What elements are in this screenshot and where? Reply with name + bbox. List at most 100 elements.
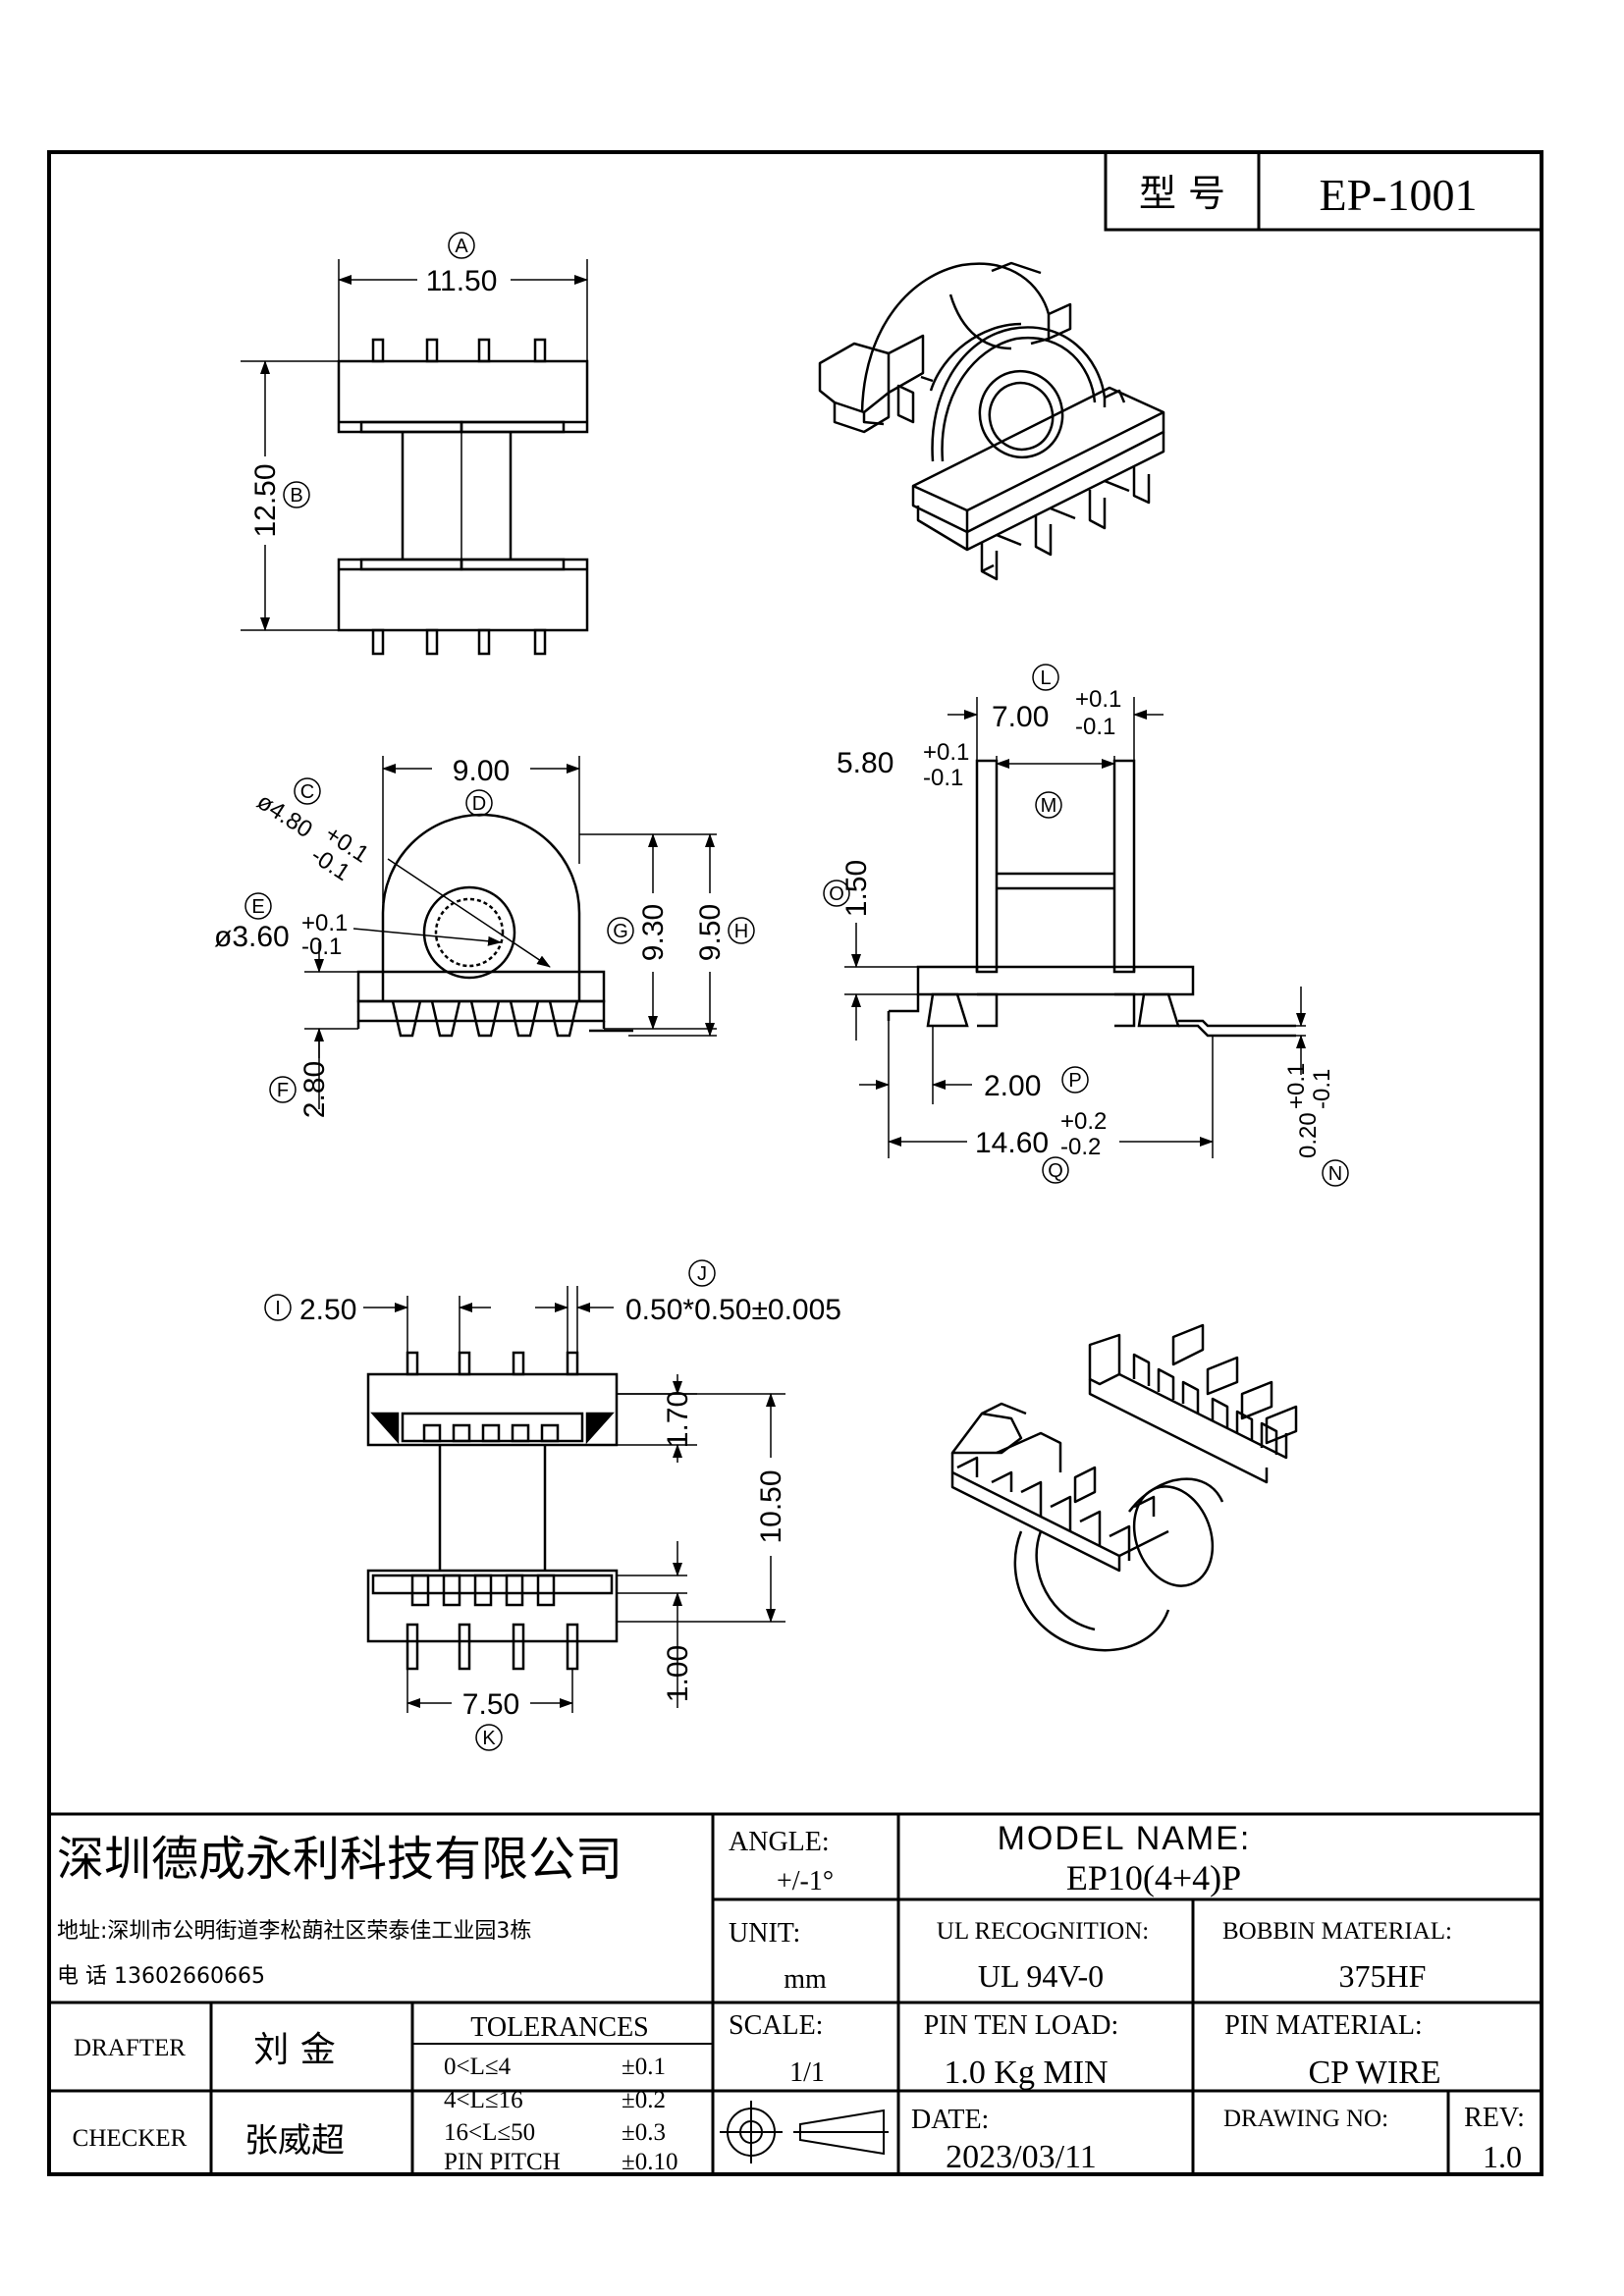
- bobbin-label: BOBBIN MATERIAL:: [1222, 1918, 1452, 1945]
- dim-N-tol-plus: +0.1: [1283, 1063, 1310, 1109]
- title-block: [49, 1812, 1542, 2174]
- company-name: 深圳德成永利科技有限公司: [57, 1832, 623, 1887]
- dim-O-value: 1.50: [840, 860, 873, 917]
- isometric-view-bottom: [950, 1323, 1298, 1652]
- dim-F-letter: F: [277, 1080, 289, 1101]
- dim-1-70-value: 1.70: [662, 1391, 694, 1448]
- dim-F: [269, 942, 358, 1109]
- dim-F-value: 2.80: [298, 1061, 331, 1118]
- dim-L-value: 7.00: [992, 701, 1049, 733]
- dim-E-tol-plus: +0.1: [301, 910, 348, 936]
- dim-D-value: 9.00: [453, 755, 510, 787]
- ul-label: UL RECOGNITION:: [937, 1918, 1149, 1945]
- dim-A: [338, 232, 588, 361]
- dim-G-letter: G: [613, 921, 628, 942]
- dim-E-tol-minus: -0.1: [301, 934, 342, 960]
- drafter-label: DRAFTER: [74, 2035, 186, 2061]
- side-view: [887, 759, 1296, 1038]
- date-value: 2023/03/11: [946, 2139, 1097, 2175]
- dim-N-tol-minus: -0.1: [1309, 1069, 1335, 1109]
- dim-1-00: [617, 1541, 687, 1708]
- dim-I-letter: I: [275, 1298, 281, 1319]
- dim-J-letter: J: [697, 1263, 707, 1285]
- tolerance-value: ±0.2: [622, 2087, 666, 2113]
- dim-D: [294, 756, 580, 903]
- dim-K: [406, 1669, 573, 1751]
- unit-value: mm: [784, 1964, 827, 1995]
- tolerance-range: 16<L≤50: [444, 2119, 535, 2146]
- dim-A-letter: A: [455, 236, 468, 257]
- dim-Q: [888, 1036, 1214, 1184]
- checker-label: CHECKER: [73, 2125, 188, 2152]
- date-label: DATE:: [911, 2105, 989, 2135]
- tolerance-value: ±0.1: [622, 2054, 666, 2080]
- dim-E-value: ø3.60: [214, 921, 290, 953]
- dim-C-leader: [387, 858, 551, 968]
- scale-value: 1/1: [789, 2057, 825, 2088]
- scale-label: SCALE:: [729, 2010, 823, 2041]
- drawing-frame: [47, 150, 1543, 2176]
- pin-material-label: PIN MATERIAL:: [1224, 2010, 1422, 2041]
- tolerance-value: ±0.3: [622, 2119, 666, 2146]
- dim-M-letter: M: [1041, 795, 1057, 817]
- dim-H-letter: H: [734, 921, 748, 942]
- tolerance-table: 0<L≤4 ±0.1 4<L≤16 ±0.2 16<L≤50 ±0.3 PIN …: [444, 2054, 677, 2175]
- tolerance-range: 4<L≤16: [444, 2087, 523, 2113]
- dim-C-letter: C: [300, 781, 314, 803]
- bobbin-value: 375HF: [1339, 1958, 1427, 1994]
- top-view: [337, 338, 589, 656]
- dim-G-value: 9.30: [637, 904, 670, 961]
- dim-B-letter: B: [290, 485, 302, 507]
- dim-I-value: 2.50: [299, 1294, 356, 1326]
- dim-10-50-value: 10.50: [755, 1469, 787, 1543]
- pin-material-value: CP WIRE: [1308, 2055, 1440, 2091]
- dim-Q-tol-minus: -0.2: [1060, 1134, 1101, 1160]
- isometric-view-top: [818, 261, 1165, 581]
- dim-5-80: [996, 756, 1115, 819]
- checker-value: 张威超: [244, 2121, 345, 2161]
- dim-L: [947, 664, 1164, 761]
- angle-value: +/-1°: [777, 1866, 834, 1896]
- dim-Q-letter: Q: [1048, 1160, 1063, 1182]
- model-header: 型 号 EP-1001: [1104, 150, 1543, 232]
- dim-B: [241, 360, 339, 631]
- dim-O: [823, 880, 918, 1041]
- dim-B-value: 12.50: [249, 463, 282, 537]
- company-phone: 电 话 13602660665: [57, 1964, 265, 1989]
- dim-P-letter: P: [1068, 1070, 1081, 1092]
- tolerance-value: ±0.10: [622, 2149, 677, 2175]
- projection-symbol: [720, 2101, 889, 2163]
- pin-load-value: 1.0 Kg MIN: [944, 2055, 1108, 2091]
- dim-L-letter: L: [1040, 667, 1051, 689]
- drafter-value: 刘 金: [253, 2030, 335, 2070]
- dim-Q-tol-plus: +0.2: [1060, 1108, 1107, 1135]
- front-view: [356, 813, 633, 1038]
- company-address: 地址:深圳市公明街道李松蓢社区荣泰佳工业园3栋: [57, 1919, 531, 1944]
- dim-E-letter: E: [251, 896, 264, 918]
- dim-1-00-value: 1.00: [662, 1645, 694, 1702]
- dim-E-circle: [244, 892, 272, 920]
- dim-P: [859, 1021, 1089, 1158]
- dim-K-value: 7.50: [462, 1688, 519, 1721]
- tolerance-range: 0<L≤4: [444, 2054, 512, 2080]
- dim-O-letter: O: [829, 883, 844, 905]
- dim-H-value: 9.50: [694, 904, 727, 961]
- pin-load-label: PIN TEN LOAD:: [924, 2010, 1119, 2041]
- dim-J-value: 0.50*0.50±0.005: [625, 1294, 841, 1326]
- dim-N: [1296, 987, 1349, 1187]
- rev-label: REV:: [1464, 2103, 1525, 2133]
- dim-E-leader: [352, 928, 502, 946]
- dim-5-80-value: 5.80: [837, 747, 893, 779]
- dim-N-value: 0.20: [1295, 1112, 1322, 1158]
- dim-N-letter: N: [1328, 1163, 1342, 1185]
- model-name-label: MODEL NAME:: [998, 1820, 1252, 1857]
- drawing-no-label: DRAWING NO:: [1223, 2106, 1388, 2132]
- ul-value: UL 94V-0: [978, 1958, 1104, 1994]
- tolerances-label: TOLERANCES: [470, 2012, 649, 2043]
- dim-P-value: 2.00: [984, 1070, 1041, 1102]
- dim-Q-value: 14.60: [975, 1127, 1049, 1159]
- dim-K-letter: K: [482, 1728, 496, 1749]
- dim-I-J: [264, 1259, 716, 1353]
- dim-10-50: [617, 1393, 785, 1623]
